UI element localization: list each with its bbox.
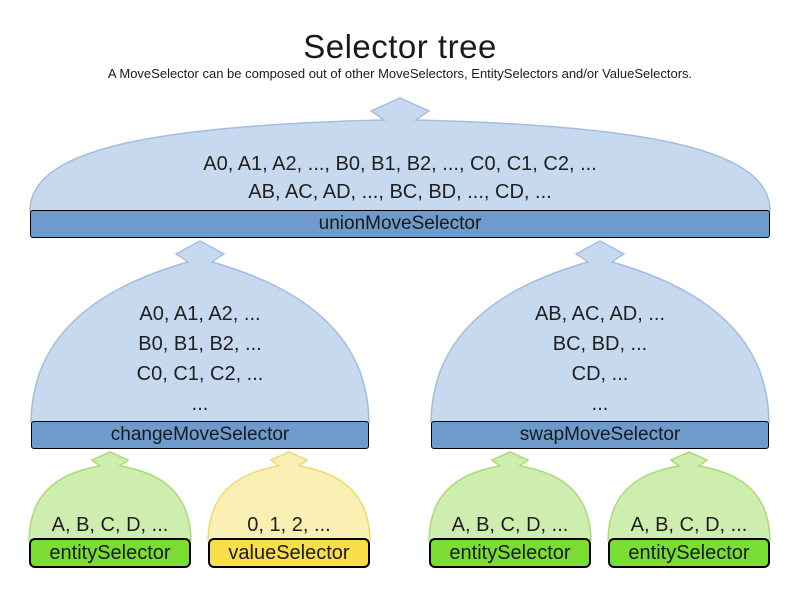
swap-content-line: BC, BD, ... [552, 333, 648, 355]
entity-selector-bar-2: entitySelector [429, 538, 591, 568]
change-content-line: C0, C1, C2, ... [136, 363, 264, 385]
change-funnel-content: A0, A1, A2, ... B0, B1, B2, ... C0, C1, … [31, 299, 369, 419]
union-move-selector-label: unionMoveSelector [318, 213, 482, 234]
value-selector-bar: valueSelector [208, 538, 370, 568]
union-content-line: A0, A1, A2, ..., B0, B1, B2, ..., C0, C1… [203, 153, 597, 175]
change-move-selector-label: changeMoveSelector [110, 424, 290, 445]
swap-content-line: AB, AC, AD, ... [534, 303, 666, 325]
entity-selector-label: entitySelector [49, 541, 171, 564]
entity-selector-bar-1: entitySelector [29, 538, 191, 568]
swap-funnel-content: AB, AC, AD, ... BC, BD, ... CD, ... ... [431, 299, 769, 419]
entity-selector-bar-3: entitySelector [608, 538, 770, 568]
swap-funnel-arrow-icon [430, 240, 770, 423]
union-move-selector-bar: unionMoveSelector [30, 210, 770, 238]
swap-content-line: CD, ... [571, 363, 629, 385]
change-content-line: ... [191, 393, 209, 415]
entity-selector-label: entitySelector [628, 541, 750, 564]
value1-funnel-arrow-icon [207, 451, 371, 541]
entity1-funnel-content: A, B, C, D, ... [51, 514, 169, 536]
swap-move-selector-label: swapMoveSelector [519, 424, 681, 445]
union-funnel-content: A0, A1, A2, ..., B0, B1, B2, ..., C0, C1… [30, 150, 770, 206]
change-move-selector-bar: changeMoveSelector [31, 421, 369, 449]
page-subtitle: A MoveSelector can be composed out of ot… [107, 66, 693, 81]
entity3-funnel-arrow-icon [607, 451, 771, 541]
union-content-line: AB, AC, AD, ..., BC, BD, ..., CD, ... [248, 181, 552, 203]
page-title: Selector tree [303, 28, 497, 65]
swap-move-selector-bar: swapMoveSelector [431, 421, 769, 449]
entity1-funnel-arrow-icon [28, 451, 192, 541]
value-selector-label: valueSelector [228, 541, 350, 564]
value1-funnel-content: 0, 1, 2, ... [247, 514, 331, 536]
swap-content-line: ... [591, 393, 609, 415]
entity2-funnel-arrow-icon [428, 451, 592, 541]
union-funnel-arrow-icon [29, 97, 771, 212]
entity2-funnel-content: A, B, C, D, ... [451, 514, 569, 536]
change-content-line: B0, B1, B2, ... [138, 333, 262, 355]
entity3-funnel-content: A, B, C, D, ... [630, 514, 748, 536]
change-content-line: A0, A1, A2, ... [139, 303, 261, 325]
entity-selector-label: entitySelector [449, 541, 571, 564]
change-funnel-arrow-icon [30, 240, 370, 423]
